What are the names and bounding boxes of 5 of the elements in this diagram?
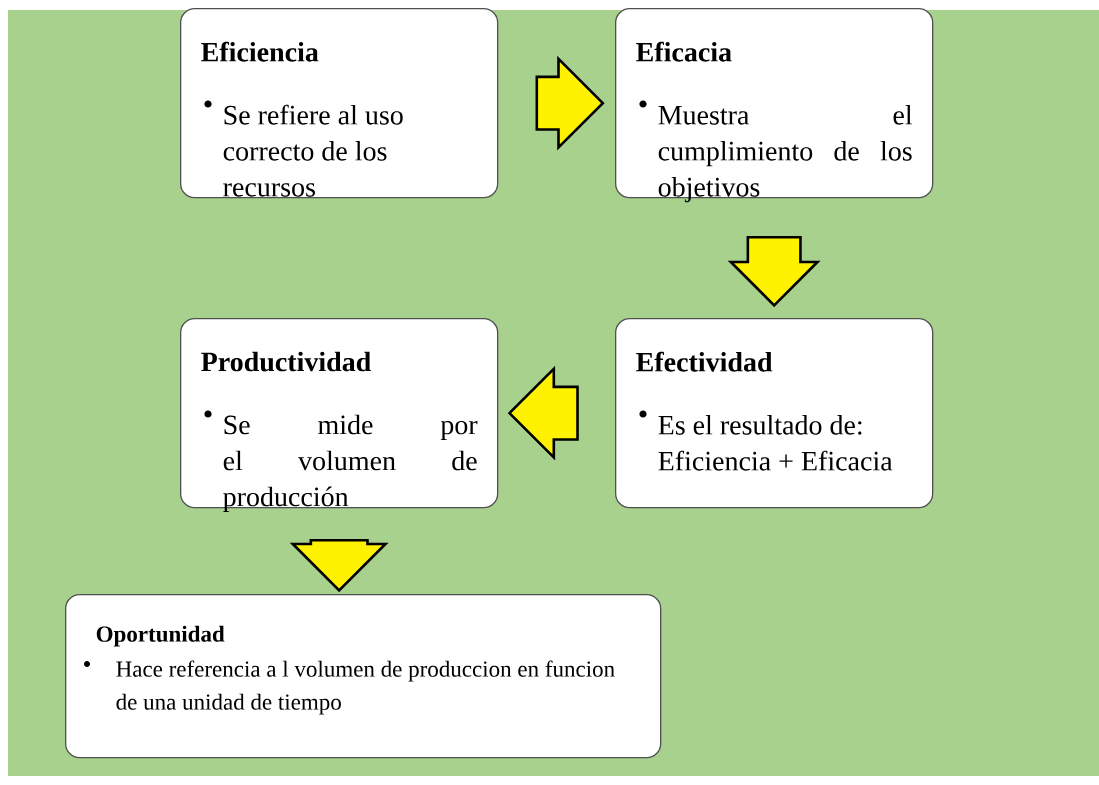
process-box: Productividad Se mide por el volumen de producción xyxy=(180,318,499,513)
process-box: Efectividad Es el resultado de: Eficiencia + Eficacia xyxy=(615,318,934,509)
process-box: Eficacia Muestra el cumplimiento de los objetivos xyxy=(615,8,934,203)
process-box: Eficiencia Se refiere al uso correcto de los recursos xyxy=(180,8,499,199)
process-box: Oportunidad Hace referencia a l volumen de produccion en funcion de una unidad de tiempo xyxy=(65,594,662,759)
